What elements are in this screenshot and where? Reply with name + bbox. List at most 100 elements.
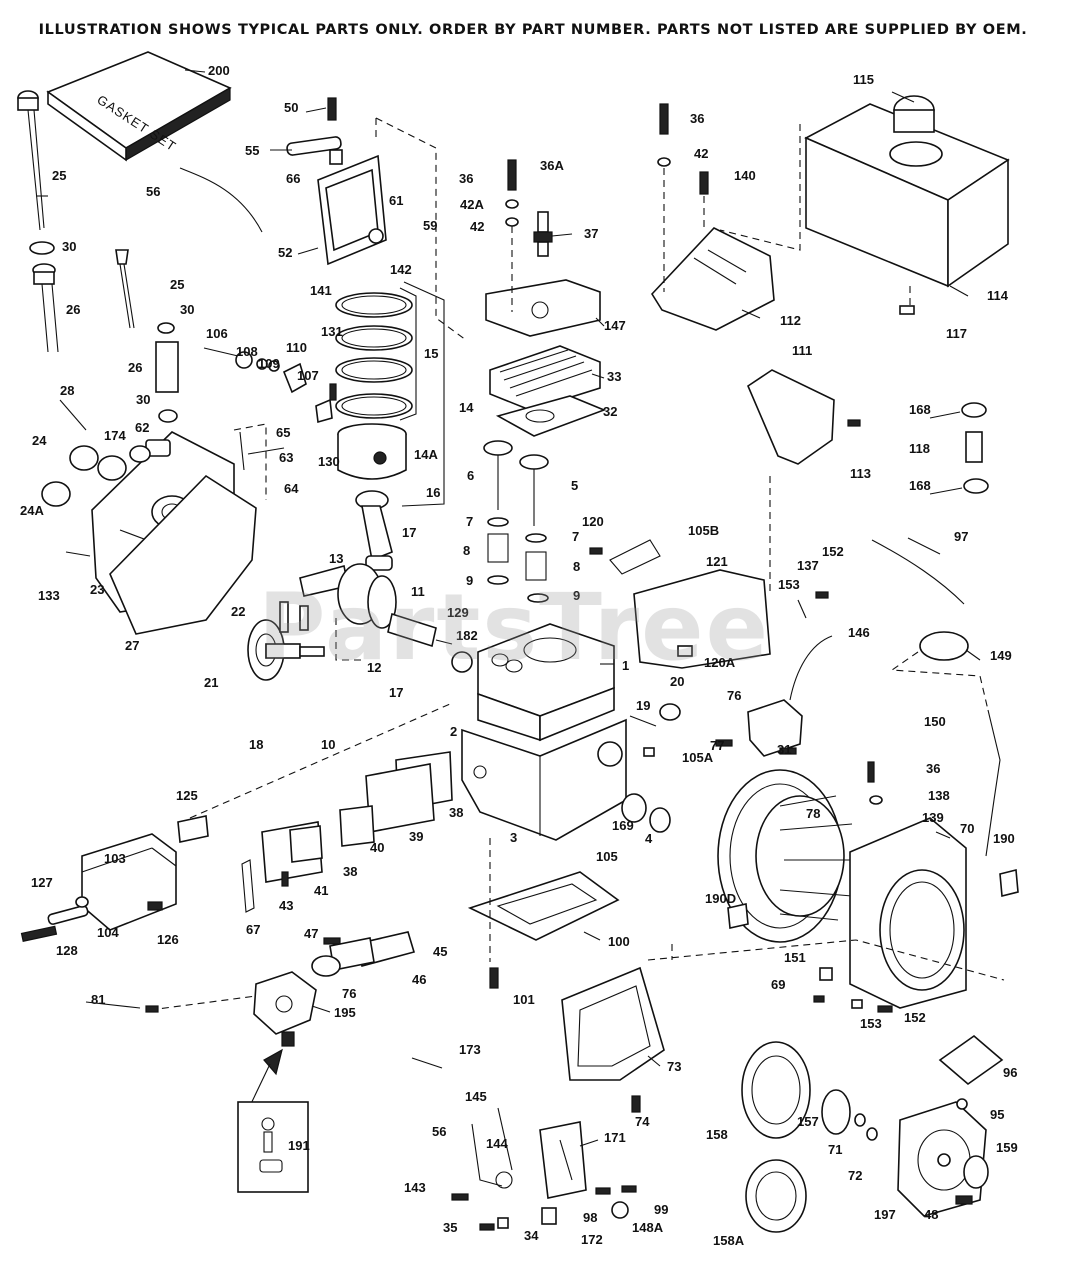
wire-97 bbox=[871, 539, 965, 605]
callout-17: 17 bbox=[402, 525, 416, 540]
part-38b bbox=[289, 825, 323, 863]
callout-30: 30 bbox=[136, 392, 150, 407]
callout-48: 48 bbox=[924, 1207, 938, 1222]
spring-173 bbox=[411, 1057, 443, 1069]
spacer-38 bbox=[365, 763, 435, 833]
screw-77 bbox=[715, 739, 733, 747]
callout-39: 39 bbox=[409, 829, 423, 844]
callout-17: 17 bbox=[389, 685, 403, 700]
callout-107: 107 bbox=[297, 368, 319, 383]
cylinder-head bbox=[489, 345, 601, 411]
callout-36A: 36A bbox=[540, 158, 564, 173]
callout-78: 78 bbox=[806, 806, 820, 821]
callout-158: 158 bbox=[706, 1127, 728, 1142]
callout-63: 63 bbox=[279, 450, 293, 465]
fuel-tank bbox=[804, 95, 1010, 288]
callout-8: 8 bbox=[573, 559, 580, 574]
nut-66 bbox=[329, 149, 343, 165]
part-157 bbox=[821, 1089, 851, 1135]
ignition-module-76 bbox=[747, 699, 803, 757]
callout-118: 118 bbox=[909, 441, 930, 456]
callout-172: 172 bbox=[581, 1232, 603, 1247]
callout-117: 117 bbox=[946, 326, 967, 341]
callout-121: 121 bbox=[706, 554, 728, 569]
pin-106 bbox=[203, 347, 239, 357]
gasket-27 bbox=[109, 474, 257, 635]
hose-150 bbox=[985, 709, 1001, 857]
control-bracket bbox=[539, 1121, 587, 1199]
callout-95: 95 bbox=[990, 1107, 1004, 1122]
inset-box bbox=[237, 1101, 309, 1193]
callout-3: 3 bbox=[510, 830, 517, 845]
screw-35 bbox=[479, 1223, 495, 1231]
part-153 bbox=[851, 999, 863, 1009]
callout-111: 111 bbox=[792, 343, 812, 358]
bracket-14 bbox=[401, 281, 445, 507]
callout-152: 152 bbox=[904, 1010, 926, 1025]
callout-81: 81 bbox=[91, 992, 105, 1007]
bearing-4 bbox=[649, 807, 671, 833]
screw-126 bbox=[147, 901, 163, 911]
callout-56: 56 bbox=[146, 184, 160, 199]
callout-190: 190 bbox=[993, 831, 1015, 846]
connecting-rod bbox=[355, 490, 393, 571]
callout-38: 38 bbox=[343, 864, 357, 879]
pointer-arrow bbox=[263, 1048, 283, 1076]
callout-143: 143 bbox=[404, 1180, 426, 1195]
callout-73: 73 bbox=[667, 1059, 681, 1074]
callout-9: 9 bbox=[466, 573, 473, 588]
callout-126: 126 bbox=[157, 932, 179, 947]
callout-2: 2 bbox=[450, 724, 457, 739]
part-72 bbox=[866, 1127, 878, 1141]
callout-174: 174 bbox=[104, 428, 126, 443]
callout-71: 71 bbox=[828, 1142, 842, 1157]
carburetor bbox=[253, 971, 317, 1047]
flywheel bbox=[717, 769, 860, 943]
piston bbox=[337, 423, 407, 480]
screw-48 bbox=[955, 1195, 973, 1205]
callout-26: 26 bbox=[128, 360, 142, 375]
callout-36: 36 bbox=[690, 111, 704, 126]
callout-22: 22 bbox=[231, 604, 245, 619]
callout-64: 64 bbox=[284, 481, 299, 496]
callout-140: 140 bbox=[734, 168, 756, 183]
callout-106: 106 bbox=[206, 326, 228, 341]
callout-190D: 190D bbox=[705, 891, 736, 906]
callout-129: 129 bbox=[447, 605, 469, 620]
part-34 bbox=[497, 1217, 509, 1229]
screw-36b bbox=[659, 103, 669, 135]
callout-168: 168 bbox=[909, 478, 931, 493]
bracket-15 bbox=[399, 287, 417, 421]
callout-120A: 120A bbox=[704, 655, 736, 670]
screw-140 bbox=[699, 171, 709, 195]
screw-113 bbox=[847, 419, 861, 427]
callout-153: 153 bbox=[860, 1016, 882, 1031]
starter-cup-158 bbox=[741, 1041, 811, 1139]
callout-37: 37 bbox=[584, 226, 598, 241]
clamp-168 bbox=[961, 402, 987, 418]
blower-housing bbox=[849, 817, 967, 1009]
screw-43 bbox=[281, 871, 289, 887]
cam-pin-22 bbox=[279, 601, 289, 633]
valves bbox=[483, 440, 549, 526]
callout-40: 40 bbox=[370, 840, 384, 855]
bracket-104 bbox=[47, 905, 89, 925]
callout-115: 115 bbox=[853, 72, 874, 87]
piston-rings bbox=[335, 292, 413, 419]
callout-59: 59 bbox=[423, 218, 437, 233]
callout-105: 105 bbox=[596, 849, 618, 864]
callout-133: 133 bbox=[38, 588, 60, 603]
bearings bbox=[41, 445, 151, 507]
callout-98: 98 bbox=[583, 1210, 597, 1225]
callout-14: 14 bbox=[459, 400, 474, 415]
callout-153: 153 bbox=[778, 577, 800, 592]
screw-47 bbox=[323, 937, 341, 945]
part-172 bbox=[541, 1207, 557, 1225]
callout-137: 137 bbox=[797, 558, 819, 573]
callout-45: 45 bbox=[433, 944, 447, 959]
callout-159: 159 bbox=[996, 1140, 1018, 1155]
callout-31: 31 bbox=[777, 742, 791, 757]
part-131 bbox=[329, 383, 337, 401]
callout-30: 30 bbox=[180, 302, 194, 317]
pin-19 bbox=[629, 715, 657, 727]
